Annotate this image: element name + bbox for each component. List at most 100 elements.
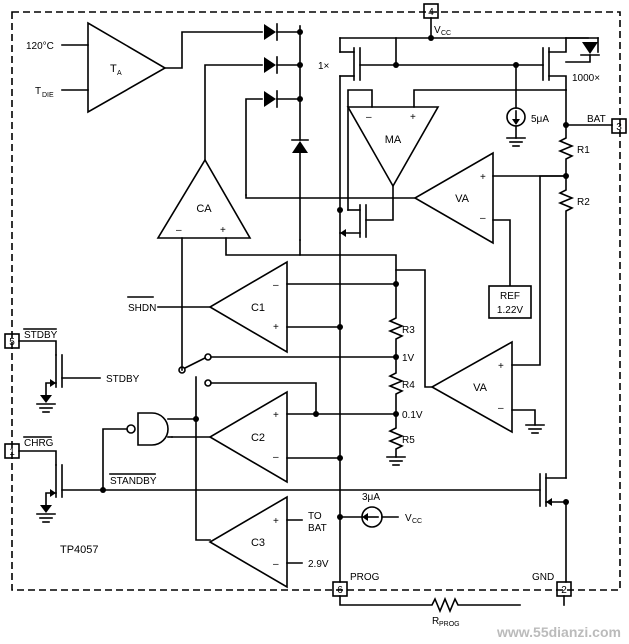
resistor-r1: R1	[557, 124, 590, 177]
svg-text:STDBY: STDBY	[106, 374, 140, 385]
svg-text:C1: C1	[251, 302, 265, 314]
pin-vcc: 4 V CC	[423, 3, 451, 37]
output-pmos-1000x: 1000×	[542, 37, 600, 91]
resistor-r3: R3	[387, 283, 415, 358]
body-diode	[565, 37, 600, 63]
svg-text:1: 1	[9, 447, 15, 458]
svg-text:PROG: PROG	[439, 621, 460, 628]
svg-text:PROG: PROG	[350, 572, 380, 583]
svg-text:VA: VA	[455, 193, 470, 205]
svg-text:R2: R2	[577, 197, 590, 208]
svg-text:CHRG: CHRG	[24, 438, 54, 449]
svg-text:+: +	[498, 361, 504, 372]
svg-text:V: V	[434, 25, 441, 36]
svg-text:2: 2	[561, 585, 567, 596]
svg-text:–: –	[273, 452, 279, 463]
current-source-5ua: 5μA	[506, 64, 549, 147]
c3-comparator: C3 + – TO BAT 2.9V	[208, 495, 329, 589]
pin-chrg: 1 CHRG	[4, 436, 54, 459]
svg-text:+: +	[273, 322, 279, 333]
resistor-rprog: R PROG	[339, 595, 521, 628]
svg-text:T: T	[35, 86, 41, 97]
svg-text:R5: R5	[402, 435, 415, 446]
svg-text:–: –	[273, 280, 279, 291]
svg-text:3: 3	[616, 122, 622, 133]
pin-stdby: 5 STDBY	[4, 328, 58, 349]
svg-text:120°C: 120°C	[26, 41, 54, 52]
svg-text:CA: CA	[196, 203, 212, 215]
mode-switch	[178, 353, 397, 541]
svg-text:A: A	[117, 70, 122, 77]
svg-text:R3: R3	[402, 325, 415, 336]
svg-text:–: –	[480, 213, 486, 224]
svg-text:–: –	[498, 403, 504, 414]
ca-amplifier: CA – +	[156, 158, 301, 371]
ta-amplifier: T A 120°C T DIE	[26, 21, 263, 114]
diode-d1	[264, 23, 301, 41]
diode-d3	[264, 90, 301, 108]
diode-d2	[264, 56, 301, 74]
svg-text:R: R	[432, 616, 439, 627]
va-top-amplifier: VA + –	[245, 151, 567, 286]
tap-1v: 1V	[402, 353, 415, 364]
svg-text:CC: CC	[412, 518, 422, 525]
svg-text:1×: 1×	[318, 61, 330, 72]
svg-text:BAT: BAT	[587, 114, 606, 125]
svg-text:3μA: 3μA	[362, 492, 380, 503]
mirror-pmos-1x: 1×	[318, 37, 397, 211]
watermark: www.55dianzi.com	[496, 624, 621, 640]
svg-text:–: –	[273, 559, 279, 570]
svg-text:R4: R4	[402, 380, 415, 391]
part-number: TP4057	[60, 544, 99, 556]
c1-comparator: C1 – + SHDN	[127, 260, 397, 354]
resistor-r2: R2	[557, 175, 590, 479]
ma-amplifier: MA – +	[346, 89, 567, 211]
tap-01v: 0.1V	[402, 410, 423, 421]
ic-boundary	[11, 11, 621, 591]
svg-text:–: –	[176, 225, 182, 236]
svg-text:SHDN: SHDN	[128, 303, 156, 314]
gnd-nmos	[539, 473, 567, 583]
resistor-r4: R4	[387, 356, 415, 415]
svg-text:V: V	[405, 513, 412, 524]
svg-text:C3: C3	[251, 537, 265, 549]
svg-text:STDBY: STDBY	[24, 330, 58, 341]
svg-text:–: –	[366, 112, 372, 123]
chrg-nmos	[18, 450, 541, 523]
va-mid-amplifier: VA + –	[395, 175, 567, 434]
c2-comparator: C2 + –	[171, 390, 397, 484]
svg-text:5: 5	[9, 337, 15, 348]
center-nmos	[339, 197, 394, 238]
diode-d4	[291, 139, 309, 153]
svg-text:4: 4	[428, 7, 434, 18]
reference-1v22: REF 1.22V	[488, 285, 532, 319]
current-source-3ua: 3μA V CC	[339, 492, 422, 528]
stdby-nmos: STDBY	[18, 340, 140, 413]
resistor-r5: R5	[386, 413, 415, 466]
svg-text:CC: CC	[441, 30, 451, 37]
svg-text:2.9V: 2.9V	[308, 559, 329, 570]
svg-text:1.22V: 1.22V	[497, 305, 523, 316]
svg-text:VA: VA	[473, 382, 488, 394]
svg-text:BAT: BAT	[308, 523, 327, 534]
svg-text:+: +	[410, 112, 416, 123]
pin-gnd: 2 GND	[532, 572, 572, 597]
svg-text:TO: TO	[308, 511, 322, 522]
svg-text:MA: MA	[385, 134, 402, 146]
svg-text:6: 6	[337, 585, 343, 596]
svg-text:GND: GND	[532, 572, 554, 583]
standby-label: STANDBY	[110, 476, 157, 487]
svg-text:C2: C2	[251, 432, 265, 444]
svg-text:DIE: DIE	[42, 92, 54, 99]
svg-text:+: +	[273, 410, 279, 421]
svg-text:+: +	[220, 225, 226, 236]
svg-text:1000×: 1000×	[572, 73, 600, 84]
pin-bat: 3 BAT	[587, 114, 627, 134]
svg-text:+: +	[480, 172, 486, 183]
nand-gate	[102, 412, 197, 491]
svg-text:+: +	[273, 516, 279, 527]
svg-text:5μA: 5μA	[531, 114, 549, 125]
svg-text:REF: REF	[500, 291, 520, 302]
svg-text:T: T	[110, 63, 117, 75]
